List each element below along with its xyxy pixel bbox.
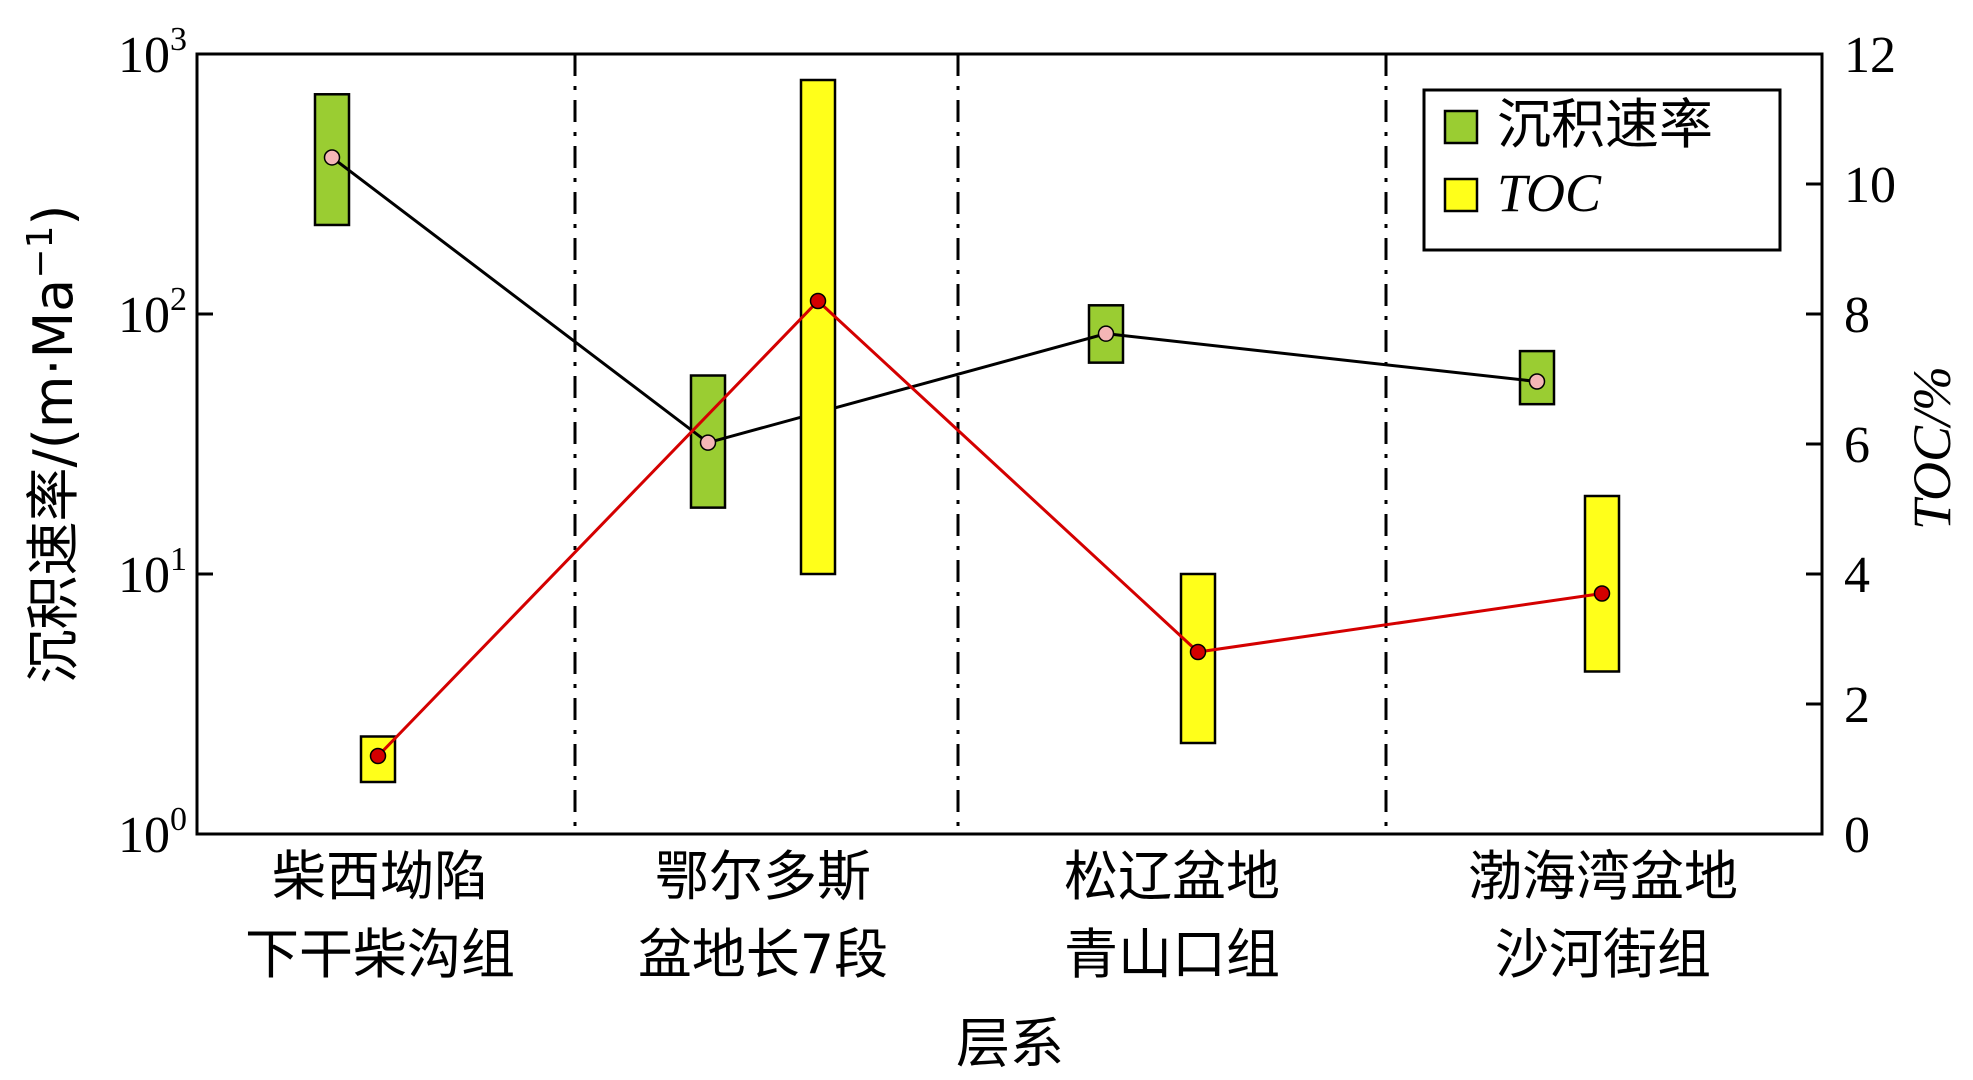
point-marker-0-1 [699, 434, 717, 451]
left-tick-label-1: 101 [118, 541, 187, 604]
point-marker-0-2 [1097, 325, 1115, 342]
category-label-3-1: 沙河街组 [1495, 923, 1711, 986]
left-axis-title: 沉积速率/(m·Ma−1) [20, 205, 85, 684]
point-marker-1-1 [809, 292, 827, 310]
left-tick-label-2: 102 [118, 281, 187, 344]
right-tick-label-0: 0 [1844, 807, 1870, 864]
right-tick-label-4: 8 [1844, 287, 1870, 344]
legend: 沉积速率 TOC [1422, 88, 1782, 252]
axis-ticks: 100 101 102 103 0 2 4 6 8 10 12 [118, 21, 1896, 864]
category-label-0-0: 柴西坳陷 [272, 845, 488, 908]
point-marker-0-0 [323, 149, 341, 166]
left-tick-label-3: 103 [118, 21, 187, 84]
point-marker-1-0 [369, 747, 387, 765]
legend-label-1: TOC [1497, 163, 1602, 223]
category-label-2-0: 松辽盆地 [1064, 845, 1280, 908]
category-label-2-1: 青山口组 [1064, 923, 1280, 986]
series-line-0 [331, 156, 1538, 445]
right-axis-title: TOC/% [1902, 366, 1962, 530]
category-label-1-0: 鄂尔多斯 [655, 845, 871, 908]
range-bar-1-3 [1583, 494, 1621, 673]
point-marker-1-3 [1593, 585, 1611, 602]
legend-swatch-0 [1443, 109, 1479, 145]
legend-swatch-1 [1443, 177, 1479, 213]
range-bar-1-1 [799, 78, 837, 576]
x-axis-title: 层系 [956, 1012, 1064, 1075]
right-tick-label-3: 6 [1844, 417, 1870, 474]
point-marker-1-2 [1189, 643, 1207, 661]
category-label-1-1: 盆地长7段 [638, 923, 888, 986]
right-tick-label-6: 12 [1844, 27, 1896, 84]
right-tick-label-5: 10 [1844, 157, 1896, 214]
legend-label-0: 沉积速率 [1497, 93, 1713, 156]
category-dividers [573, 54, 1388, 834]
category-label-0-1: 下干柴沟组 [245, 923, 515, 986]
category-label-3-0: 渤海湾盆地 [1468, 845, 1738, 908]
right-tick-label-2: 4 [1844, 547, 1870, 604]
point-marker-0-3 [1528, 373, 1546, 390]
legend-box [1422, 88, 1782, 252]
left-tick-label-0: 100 [118, 801, 187, 864]
series-layer [313, 78, 1621, 784]
right-tick-label-1: 2 [1844, 677, 1870, 734]
series-line-1 [376, 298, 1603, 758]
range-bar-1-2 [1179, 572, 1217, 745]
